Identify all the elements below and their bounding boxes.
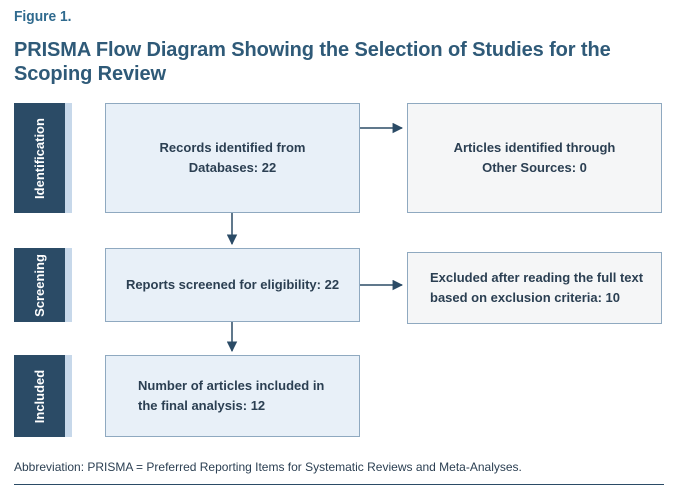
stage-included: Included [14,355,72,437]
other-sources-box: Articles identified through Other Source… [407,103,662,213]
screened-text: Reports screened for eligibility: 22 [125,277,340,292]
footnote: Abbreviation: PRISMA = Preferred Reporti… [14,460,522,474]
stage-identification: Identification [14,103,72,213]
stage-screening: Screening [14,248,72,322]
figure-label: Figure 1. [14,8,72,25]
footnote-rule [14,484,664,485]
included-box: Number of articles included in the final… [105,355,360,437]
figure-title: PRISMA Flow Diagram Showing the Selectio… [14,39,611,85]
records-identified-box: Records identified from Databases: 22 [105,103,360,213]
records-identified-text: Records identified from Databases: 22 [159,140,306,175]
included-text: Number of articles included in the final… [138,378,325,413]
other-sources-text: Articles identified through Other Source… [453,140,616,175]
screened-box: Reports screened for eligibility: 22 [105,248,360,322]
excluded-text: Excluded after reading the full text bas… [430,270,644,305]
excluded-box: Excluded after reading the full text bas… [407,252,662,324]
